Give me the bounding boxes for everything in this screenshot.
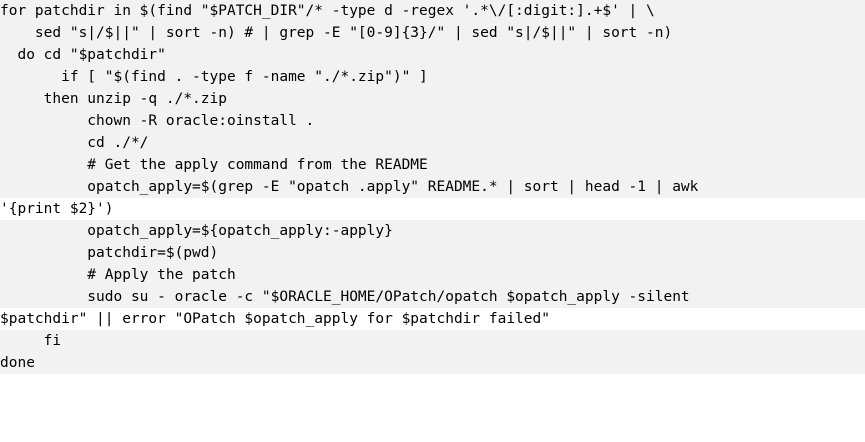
- code-line-12: patchdir=$(pwd): [0, 242, 865, 264]
- code-line-9: opatch_apply=$(grep -E "opatch .apply" R…: [0, 176, 865, 198]
- code-line-10: '{print $2}'): [0, 198, 865, 220]
- code-line-2: sed "s|/$||" | sort -n) # | grep -E "[0-…: [0, 22, 865, 44]
- code-line-6: chown -R oracle:oinstall .: [0, 110, 865, 132]
- code-line-1: for patchdir in $(find "$PATCH_DIR"/* -t…: [0, 0, 865, 22]
- code-line-5: then unzip -q ./*.zip: [0, 88, 865, 110]
- code-line-3: do cd "$patchdir": [0, 44, 865, 66]
- code-line-15: $patchdir" || error "OPatch $opatch_appl…: [0, 308, 865, 330]
- code-line-4: if [ "$(find . -type f -name "./*.zip")"…: [0, 66, 865, 88]
- code-line-8: # Get the apply command from the README: [0, 154, 865, 176]
- code-line-14: sudo su - oracle -c "$ORACLE_HOME/OPatch…: [0, 286, 865, 308]
- code-line-16: fi: [0, 330, 865, 352]
- code-line-7: cd ./*/: [0, 132, 865, 154]
- code-line-13: # Apply the patch: [0, 264, 865, 286]
- code-line-17: done: [0, 352, 865, 374]
- code-line-11: opatch_apply=${opatch_apply:-apply}: [0, 220, 865, 242]
